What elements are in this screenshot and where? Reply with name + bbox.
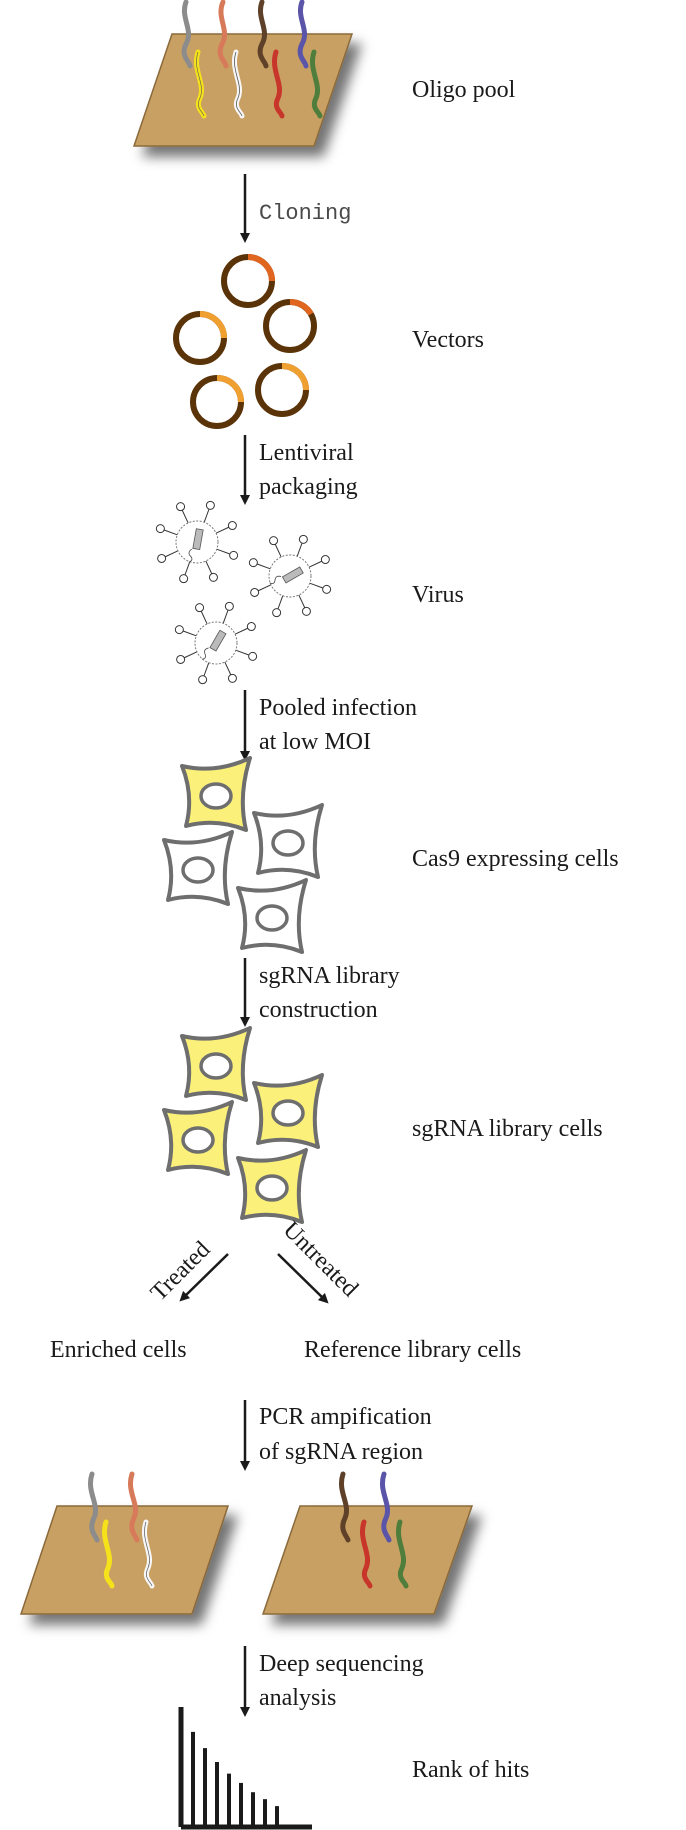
oligo-strand — [339, 1471, 351, 1543]
step-label-lentiviral-2: packaging — [259, 474, 358, 500]
step-deep-sequencing: Deep sequencing analysis — [240, 1646, 424, 1717]
step-label-cloning: Cloning — [259, 201, 351, 226]
cell-icon — [252, 803, 324, 879]
step-pooled-infection: Pooled infection at low MOI — [240, 690, 417, 761]
step-label-pooled-1: Pooled infection — [259, 695, 417, 721]
step-label-sgrna-1: sgRNA library — [259, 963, 400, 989]
enriched-oligo-array-icon — [19, 1471, 230, 1615]
cell-icon — [236, 1148, 308, 1224]
cell-icon — [252, 1073, 324, 1149]
oligo-strand — [88, 1471, 100, 1543]
cell-icon — [180, 1026, 252, 1102]
step-pcr-amplification: PCR ampification of sgRNA region — [240, 1400, 432, 1471]
branch-label-treated: Treated — [146, 1237, 216, 1307]
ranked-histogram-icon — [178, 1707, 312, 1830]
cell-icon — [162, 830, 234, 906]
plasmid-icon — [255, 363, 309, 417]
stage-label-reference-cells: Reference library cells — [304, 1337, 521, 1363]
branch-untreated: Untreated — [277, 1217, 363, 1304]
step-label-pcr-2: of sgRNA region — [259, 1439, 423, 1465]
oligo-strand — [181, 0, 193, 69]
step-sgrna-library-construction: sgRNA library construction — [240, 958, 400, 1027]
rank-of-hits-stage: Rank of hits — [178, 1707, 529, 1830]
stage-label-sgrna-library-cells: sgRNA library cells — [412, 1116, 603, 1142]
step-label-pcr-1: PCR ampification — [259, 1404, 432, 1430]
stage-label-cas9-cells: Cas9 expressing cells — [412, 846, 619, 872]
cell-icon — [236, 878, 308, 954]
diagonal-arrow — [277, 1253, 329, 1304]
plasmid-icon — [221, 254, 275, 308]
cell-icon — [162, 1100, 234, 1176]
oligo-strand — [128, 1471, 140, 1543]
cas9-cells-stage: Cas9 expressing cells — [162, 756, 619, 954]
plasmid-icon — [263, 298, 317, 353]
plasmid-icon — [173, 311, 227, 365]
oligo-strand — [217, 0, 229, 69]
step-label-sgrna-2: construction — [259, 997, 378, 1023]
sgrna-library-cells-stage: sgRNA library cells — [162, 1026, 603, 1224]
stage-label-oligo-pool: Oligo pool — [412, 77, 516, 103]
virus-particle-icon — [155, 500, 239, 584]
diagonal-arrow — [179, 1253, 229, 1302]
step-label-lentiviral-1: Lentiviral — [259, 440, 354, 466]
oligo-strand — [272, 49, 285, 119]
branch-treated: Treated — [146, 1237, 229, 1307]
oligo-strand — [380, 1471, 392, 1543]
stage-label-enriched-cells: Enriched cells — [50, 1337, 187, 1363]
reference-oligo-array-icon — [261, 1471, 474, 1615]
oligo-strand — [297, 0, 309, 69]
step-lentiviral-packaging: Lentiviral packaging — [240, 435, 358, 505]
vectors-stage: Vectors — [173, 254, 484, 429]
oligo-strand — [257, 0, 269, 69]
virus-stage: Virus — [155, 500, 464, 685]
step-label-deep-1: Deep sequencing — [259, 1651, 424, 1677]
virus-particle-icon — [248, 534, 332, 618]
cell-icon — [180, 756, 252, 832]
virus-particle-icon — [174, 601, 258, 685]
step-cloning: Cloning — [240, 174, 351, 243]
oligo-pool-stage: Oligo pool — [132, 0, 516, 147]
oligo-strand — [396, 1519, 409, 1589]
stage-label-vectors: Vectors — [412, 327, 484, 353]
stage-label-rank-of-hits: Rank of hits — [412, 1757, 529, 1783]
stage-label-virus: Virus — [412, 582, 464, 608]
step-label-deep-2: analysis — [259, 1685, 336, 1711]
plasmid-icon — [190, 375, 244, 429]
oligo-array-icon — [132, 0, 354, 147]
oligo-strand — [360, 1519, 373, 1589]
step-label-pooled-2: at low MOI — [259, 729, 371, 755]
oligo-strand — [310, 49, 323, 119]
branch-label-untreated: Untreated — [278, 1217, 363, 1302]
oligo-strand — [102, 1519, 115, 1589]
